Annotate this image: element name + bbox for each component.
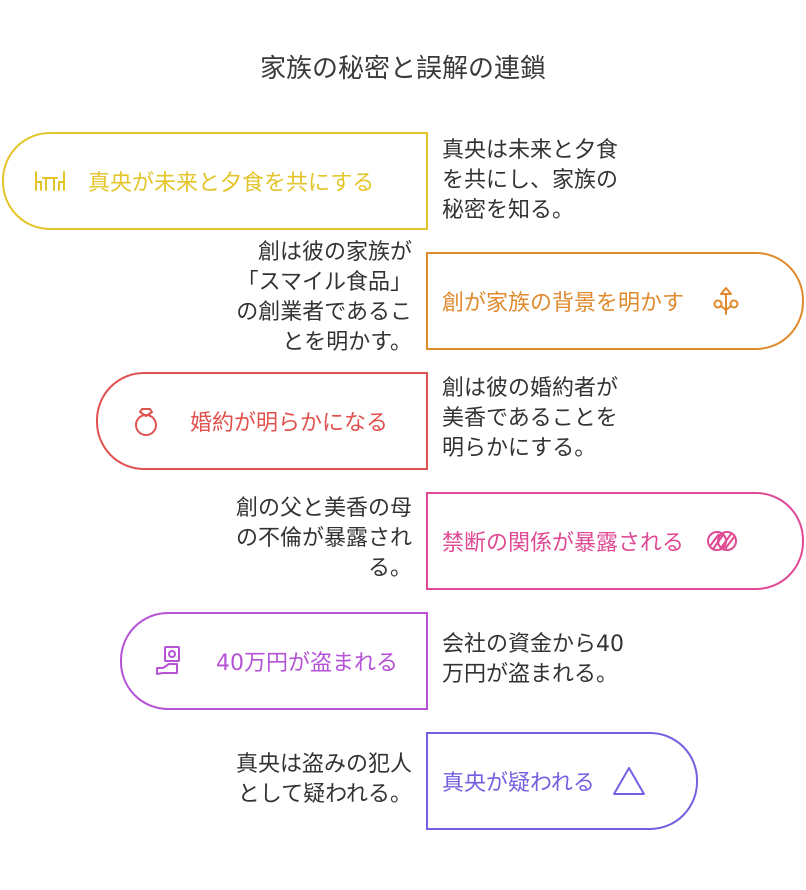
ring-icon — [128, 403, 164, 439]
step-6-label: 真央が疑われる — [442, 771, 595, 796]
step-3-description: 創は彼の婚約者が 美香であることを 明らかにする。 — [442, 376, 619, 461]
step-4-label: 禁断の関係が暴露される — [442, 531, 685, 556]
step-3-label: 婚約が明らかになる — [190, 411, 389, 436]
step-2-label: 創が家族の背景を明かす — [442, 291, 685, 316]
dinner-table-icon — [32, 163, 68, 199]
step-5-pill: 40万円が盗まれる — [120, 612, 428, 710]
step-6-pill: 真央が疑われる — [426, 732, 698, 830]
step-1-label: 真央が未来と夕食を共にする — [88, 171, 375, 196]
step-1-description: 真央は未来と夕食 を共にし、家族の 秘密を知る。 — [442, 138, 619, 223]
step-5-description: 会社の資金から40 万円が盗まれる。 — [442, 632, 624, 687]
intertwined-circles-icon — [704, 523, 740, 559]
step-1-pill: 真央が未来と夕食を共にする — [2, 132, 428, 230]
diagram-title: 家族の秘密と誤解の連鎖 — [259, 54, 546, 84]
step-4-description: 創の父と美香の母 の不倫が暴露され る。 — [235, 496, 412, 581]
step-2-description: 創は彼の家族が 「スマイル食品」 の創業者であるこ とを明かす。 — [236, 240, 412, 355]
family-tree-icon — [708, 283, 744, 319]
money-hand-icon — [152, 643, 188, 679]
step-6-description: 真央は盗みの犯人 として疑われる。 — [235, 752, 412, 807]
warning-triangle-icon — [611, 763, 647, 799]
step-5-label: 40万円が盗まれる — [216, 651, 398, 676]
step-2-pill: 創が家族の背景を明かす — [426, 252, 804, 350]
step-3-pill: 婚約が明らかになる — [96, 372, 428, 470]
step-4-pill: 禁断の関係が暴露される — [426, 492, 804, 590]
